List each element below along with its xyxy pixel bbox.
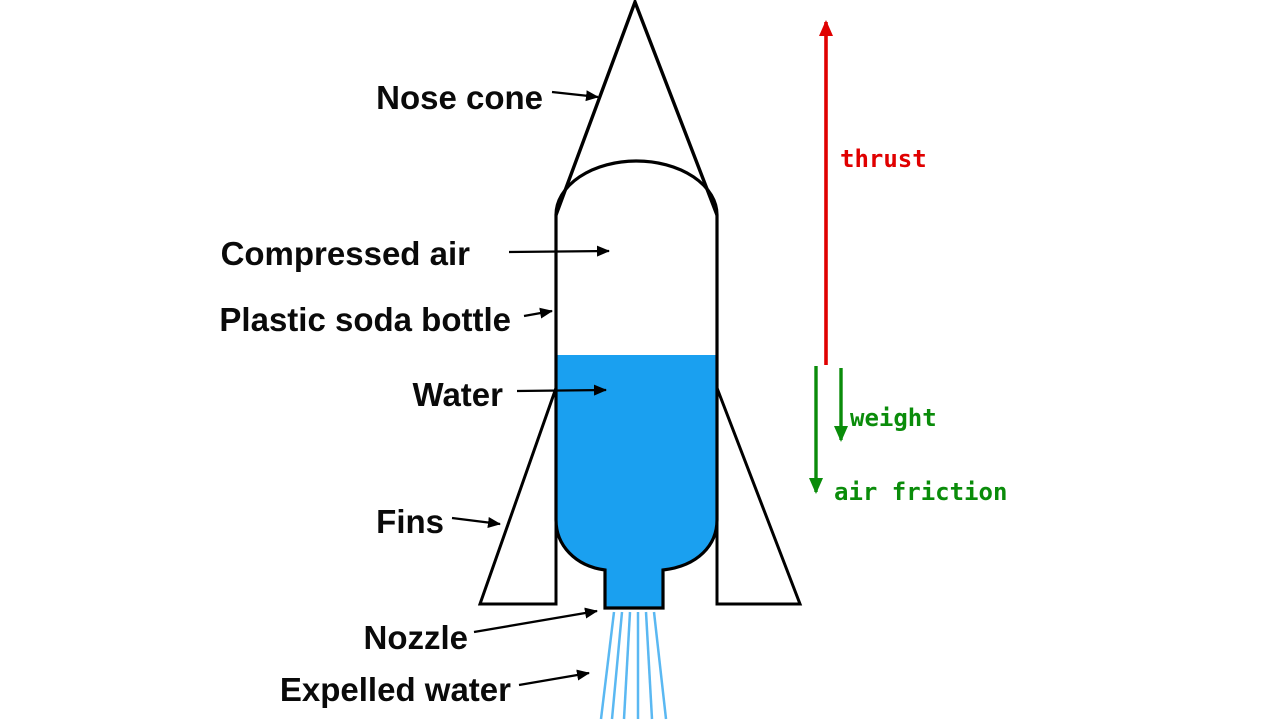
expelled-water-pointer bbox=[518, 669, 590, 687]
plastic-soda-bottle-pointer bbox=[523, 307, 553, 319]
nose-cone-pointer bbox=[551, 90, 599, 102]
spray-line bbox=[599, 611, 616, 720]
air-friction-label: air friction bbox=[834, 478, 1007, 506]
spray-line bbox=[644, 611, 654, 720]
nose-cone-label: Nose cone bbox=[376, 79, 543, 116]
fins-label: Fins bbox=[376, 503, 444, 540]
left-fin bbox=[477, 387, 558, 606]
plastic-soda-bottle-label: Plastic soda bottle bbox=[219, 301, 511, 338]
spray-line bbox=[652, 611, 668, 720]
fins-pointer bbox=[451, 516, 501, 528]
bottle-outline bbox=[554, 159, 719, 610]
water-label: Water bbox=[413, 376, 504, 413]
thrust-label: thrust bbox=[840, 145, 927, 173]
nozzle-pointer bbox=[473, 607, 598, 634]
expelled-water-spray bbox=[599, 611, 668, 720]
nozzle-label: Nozzle bbox=[363, 619, 468, 656]
spray-line bbox=[622, 611, 632, 720]
expelled-water-label: Expelled water bbox=[280, 671, 511, 708]
water-fill bbox=[556, 355, 717, 608]
nose-cone-shape bbox=[554, 0, 719, 216]
water-pointer bbox=[516, 384, 607, 396]
spray-line bbox=[610, 611, 624, 720]
weight-label: weight bbox=[850, 404, 937, 432]
compressed-air-label: Compressed air bbox=[221, 235, 471, 272]
compressed-air-pointer bbox=[508, 245, 610, 257]
right-fin bbox=[715, 387, 803, 606]
